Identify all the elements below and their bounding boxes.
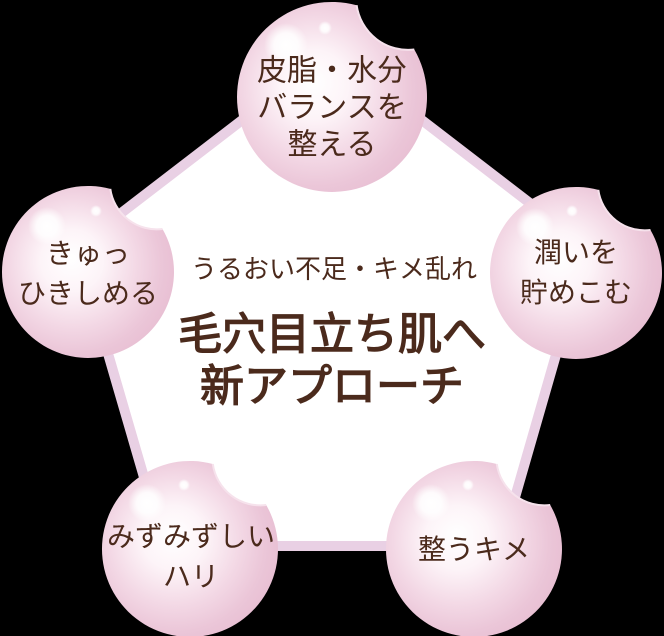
bubble-sparkle bbox=[90, 205, 102, 217]
bubble-bottom-left-line-2: ハリ bbox=[162, 560, 220, 593]
center-headline: 毛穴目立ち肌へ 新アプローチ bbox=[178, 309, 486, 413]
headline-line-1: 毛穴目立ち肌へ bbox=[178, 309, 486, 360]
bubble-right bbox=[489, 186, 662, 359]
bubble-highlight bbox=[128, 484, 166, 522]
bubble-top-line-1: 皮脂・水分 bbox=[257, 53, 407, 89]
bubble-highlight bbox=[28, 207, 66, 245]
bubble-sparkle bbox=[566, 205, 578, 217]
bubble-left-line-2: ひきしめる bbox=[17, 277, 159, 310]
bubble-highlight bbox=[412, 484, 450, 522]
bubble-right-label: 潤いを 貯めこむ bbox=[520, 233, 632, 313]
bubble-top bbox=[237, 1, 428, 192]
bubble-bottom-left-label: みずみずしい ハリ bbox=[107, 517, 275, 597]
bubble-bottom-right bbox=[386, 460, 562, 636]
bubble-right-line-2: 貯めこむ bbox=[519, 276, 633, 309]
bubble-left-line-1: きゅっ bbox=[45, 237, 131, 270]
bubble-top-line-3: 整える bbox=[287, 127, 377, 163]
bubble-sparkle bbox=[462, 479, 474, 491]
bubble-bottom-left bbox=[102, 460, 278, 636]
bubble-left bbox=[1, 185, 174, 358]
bubble-bottom-right-line-1: 整うキメ bbox=[417, 533, 531, 566]
bubble-bottom-right-label: 整うキメ bbox=[418, 530, 530, 570]
bubble-right-line-1: 潤いを bbox=[533, 236, 619, 269]
bubble-top-line-2: バランスを bbox=[257, 90, 407, 126]
bubble-sparkle bbox=[318, 21, 332, 35]
bubble-highlight bbox=[516, 208, 554, 246]
bubble-highlight bbox=[264, 23, 308, 67]
bubble-top-label: 皮脂・水分 バランスを 整える bbox=[257, 53, 407, 164]
headline-line-2: 新アプローチ bbox=[200, 361, 464, 412]
bubble-bottom-left-line-1: みずみずしい bbox=[106, 520, 276, 553]
center-subtitle: うるおい不足・キメ乱れ bbox=[190, 255, 478, 285]
bubble-sparkle bbox=[178, 479, 190, 491]
bubble-left-label: きゅっ ひきしめる bbox=[18, 234, 158, 314]
